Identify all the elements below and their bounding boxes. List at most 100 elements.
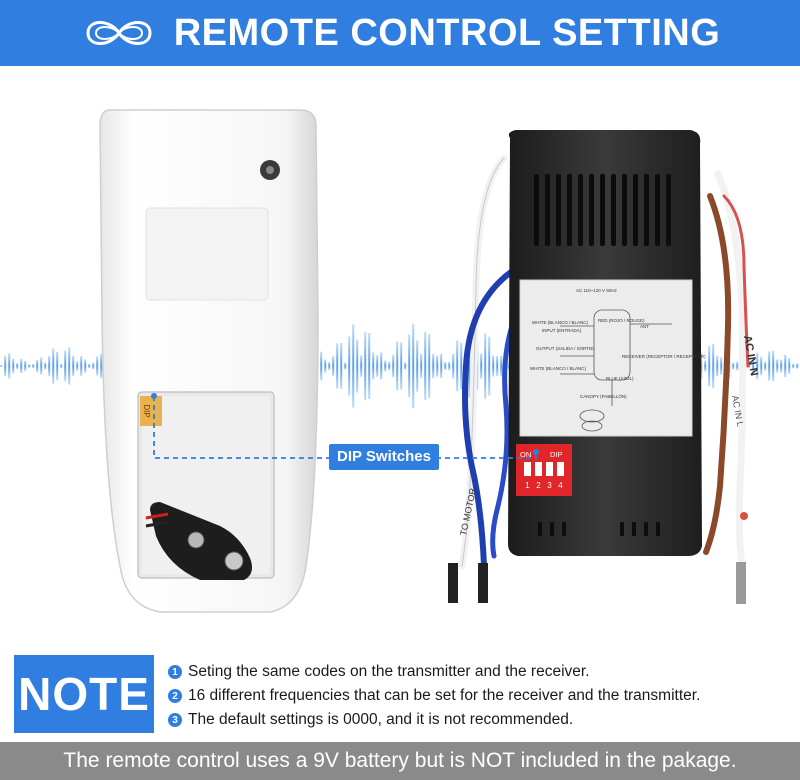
wave-bar	[64, 350, 67, 382]
wave-bar	[92, 362, 95, 370]
wave-bar	[88, 364, 91, 368]
dip-switch-toggle[interactable]	[524, 462, 531, 476]
transmitter-dip-switch	[140, 396, 162, 426]
dip-callout-line	[151, 393, 539, 459]
wave-bar	[400, 342, 403, 390]
vent-slot	[589, 174, 594, 246]
wave-bar	[452, 353, 455, 379]
wire-label: TO MOTOR	[458, 487, 478, 537]
wave-bar	[20, 358, 23, 374]
number-badge-icon: 2	[168, 689, 182, 703]
dip-switch-toggle[interactable]	[535, 462, 542, 476]
dip-switches-callout: DIP Switches	[329, 444, 439, 470]
dip-number: 4	[558, 481, 563, 490]
note-list: 1 Seting the same codes on the transmitt…	[168, 660, 793, 732]
wave-bar	[392, 354, 395, 378]
wave-bar	[372, 352, 375, 380]
wave-bar	[80, 356, 83, 376]
wave-bar	[712, 343, 715, 389]
note-badge: NOTE	[14, 655, 154, 733]
wave-bar	[792, 364, 795, 368]
vent-slots	[534, 174, 671, 246]
vent-slot	[578, 174, 583, 246]
header-banner: REMOTE CONTROL SETTING	[0, 0, 800, 66]
vent-slot	[633, 174, 638, 246]
wave-bar	[96, 356, 99, 376]
wave-bar	[388, 361, 391, 371]
wave-bar	[492, 355, 495, 377]
diagram-text: RECEIVER (RECEPTOR / RECEPTEUR)	[622, 354, 706, 359]
wave-bar	[436, 355, 439, 377]
wave-bar	[780, 359, 783, 373]
vent-slot	[567, 174, 572, 246]
wave-bar	[732, 362, 735, 370]
wave-bar	[380, 352, 383, 380]
wave-bar	[720, 357, 723, 375]
wave-bar	[356, 339, 359, 393]
diagram-text: AC 110~120 V 60Hz	[576, 288, 618, 293]
wave-bar	[28, 364, 31, 368]
wave-bar	[424, 331, 427, 401]
wave-bar	[328, 362, 331, 370]
wave-bar	[416, 340, 419, 392]
footer-disclaimer: The remote control uses a 9V battery but…	[0, 742, 800, 780]
dip-number: 3	[547, 481, 552, 490]
note-item: 1 Seting the same codes on the transmitt…	[168, 660, 793, 684]
wave-bar	[368, 332, 371, 400]
wave-bar	[500, 355, 503, 377]
wave-bar	[716, 355, 719, 377]
wave-bar	[56, 351, 59, 381]
vent-slot	[545, 174, 550, 246]
vent-slot	[666, 174, 671, 246]
product-illustration: DIP	[0, 109, 799, 613]
wave-bar	[52, 348, 55, 384]
wave-bar	[772, 350, 775, 382]
vent-slot	[534, 174, 539, 246]
number-badge-icon: 1	[168, 665, 182, 679]
wave-bar	[348, 336, 351, 396]
wave-bar	[440, 353, 443, 379]
wave-bar	[340, 343, 343, 389]
wave-bar	[736, 361, 739, 371]
wave-bar	[788, 358, 791, 374]
vent-slot	[600, 174, 605, 246]
wiring-diagram: AC 110~120 V 60Hz WHITE (BLANCO / BLANC)…	[530, 288, 706, 399]
wave-bar	[776, 359, 779, 373]
wave-bar	[100, 353, 103, 379]
note-text: Seting the same codes on the transmitter…	[188, 663, 590, 680]
wiring-label	[519, 279, 693, 437]
wave-bar	[480, 353, 483, 379]
wave-bar	[384, 360, 387, 372]
wave-bar	[352, 324, 355, 408]
wave-bar	[708, 345, 711, 387]
wave-bar	[444, 362, 447, 370]
wave-bar	[784, 354, 787, 378]
wave-bar	[344, 362, 347, 370]
wave-bar	[76, 361, 79, 371]
wave-bar	[496, 355, 499, 377]
dip-switch-toggle[interactable]	[557, 462, 564, 476]
note-item: 3 The default settings is 0000, and it i…	[168, 708, 793, 732]
wave-bar	[468, 334, 471, 398]
vent-slot	[611, 174, 616, 246]
wire-tip	[478, 563, 488, 603]
diagram-text: OUTPUT (SALIDA / SORTIE)	[536, 346, 595, 351]
wave-bar	[752, 357, 755, 375]
wave-bar	[404, 362, 407, 370]
wave-bar	[84, 359, 87, 373]
wave-bar	[336, 343, 339, 389]
wave-bar	[428, 334, 431, 398]
receiver-unit: AC 110~120 V 60Hz WHITE (BLANCO / BLANC)…	[508, 130, 706, 556]
wave-bar	[360, 355, 363, 377]
vent-slot	[655, 174, 660, 246]
dip-label: DIP	[550, 450, 563, 459]
wave-bar	[364, 332, 367, 400]
wave-bar	[0, 365, 3, 367]
wire-tip	[448, 563, 458, 603]
wave-bar	[484, 333, 487, 399]
remote-transmitter: DIP	[99, 109, 319, 613]
dip-switch-toggle[interactable]	[546, 462, 553, 476]
wave-bar	[24, 360, 27, 372]
dip-number: 2	[536, 481, 541, 490]
diagram-text: WHITE (BLANCO / BLANC)	[532, 320, 589, 325]
